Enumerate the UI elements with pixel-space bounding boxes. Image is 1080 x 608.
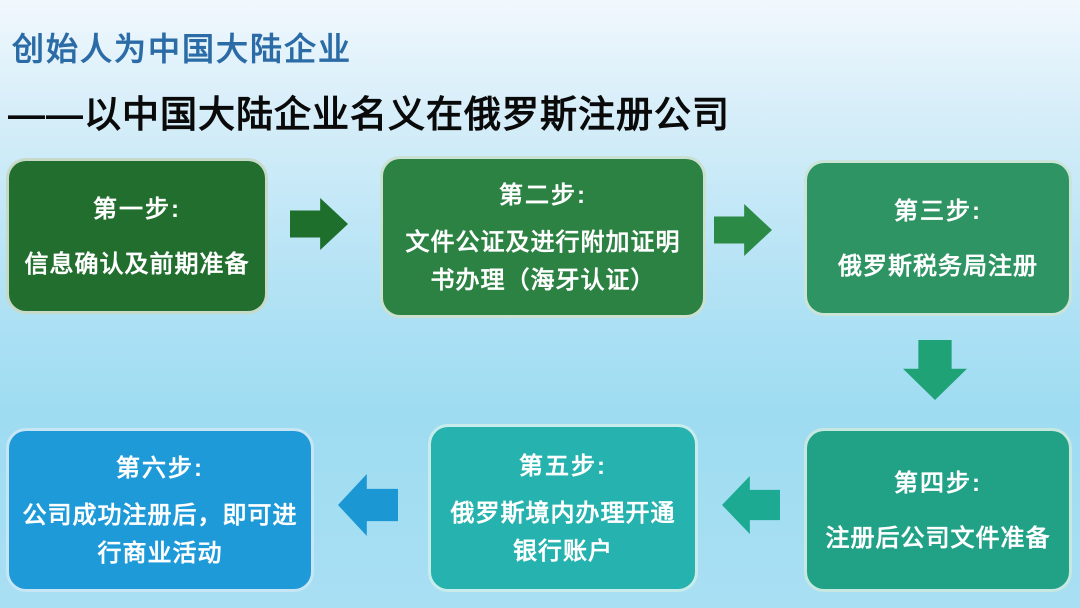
arrow-right-icon xyxy=(290,198,348,250)
arrow-down-icon xyxy=(903,340,967,400)
step-box-6: 第六步: 公司成功注册后，即可进行商业活动 xyxy=(6,428,314,592)
step-box-1: 第一步: 信息确认及前期准备 xyxy=(6,158,268,314)
step-2-text: 文件公证及进行附加证明书办理（海牙认证） xyxy=(405,229,681,294)
page-title: 创始人为中国大陆企业 xyxy=(12,31,353,67)
page-subtitle: ——以中国大陆企业名义在俄罗斯注册公司 xyxy=(8,94,730,135)
step-6-text: 公司成功注册后，即可进行商业活动 xyxy=(22,502,298,567)
step-5-label: 第五步: xyxy=(519,453,607,481)
step-5-text: 俄罗斯境内办理开通银行账户 xyxy=(450,500,676,565)
step-4-label: 第四步: xyxy=(894,469,982,497)
step-3-label: 第三步: xyxy=(894,197,982,225)
step-1-label: 第一步: xyxy=(93,195,181,223)
arrow-left-icon xyxy=(722,476,780,534)
arrow-right-icon xyxy=(714,204,772,256)
step-1-text: 信息确认及前期准备 xyxy=(24,250,250,278)
step-box-3: 第三步: 俄罗斯税务局注册 xyxy=(804,160,1072,316)
arrow-left-icon xyxy=(338,474,398,536)
step-box-4: 第四步: 注册后公司文件准备 xyxy=(804,428,1072,592)
step-4-text: 注册后公司文件准备 xyxy=(825,524,1051,552)
step-2-label: 第二步: xyxy=(499,182,587,210)
step-3-text: 俄罗斯税务局注册 xyxy=(838,252,1038,280)
step-6-label: 第六步: xyxy=(116,455,204,483)
step-box-5: 第五步: 俄罗斯境内办理开通银行账户 xyxy=(428,424,698,592)
step-box-2: 第二步: 文件公证及进行附加证明书办理（海牙认证） xyxy=(380,156,706,318)
